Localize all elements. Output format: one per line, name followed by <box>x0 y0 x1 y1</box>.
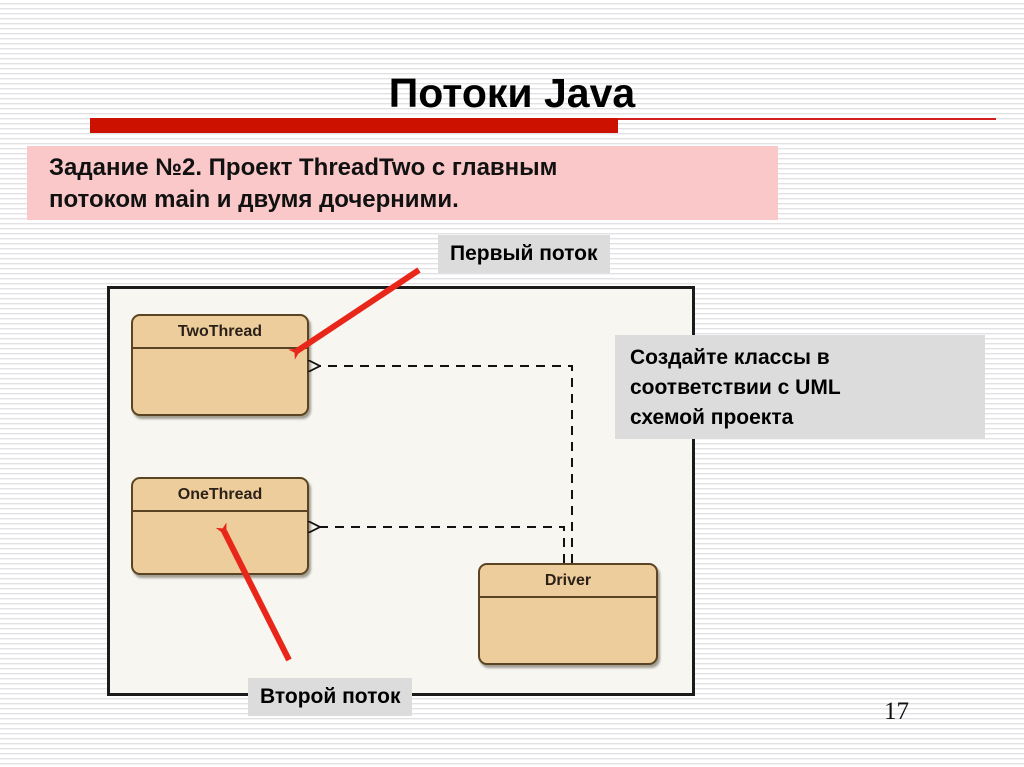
instruction-line-3: схемой проекта <box>630 406 794 429</box>
uml-class-twothread-body <box>133 349 307 414</box>
callout-second-thread: Второй поток <box>248 678 413 716</box>
uml-class-twothread: TwoThread <box>131 314 309 416</box>
uml-class-onethread: OneThread <box>131 477 309 575</box>
uml-class-driver-title: Driver <box>480 565 656 598</box>
task-statement-box: Задание №2. Проект ThreadTwo с главным п… <box>27 146 778 220</box>
uml-class-driver: Driver <box>478 563 658 665</box>
page-number: 17 <box>884 698 909 725</box>
uml-class-onethread-title: OneThread <box>133 479 307 512</box>
task-line-1: Задание №2. Проект ThreadTwo с главным <box>49 154 558 181</box>
instruction-box: Создайте классы в соответствии с UML схе… <box>615 335 985 439</box>
page-title: Потоки Java <box>388 70 636 117</box>
uml-class-twothread-title: TwoThread <box>133 316 307 349</box>
instruction-line-1: Создайте классы в <box>630 346 830 369</box>
uml-class-onethread-body <box>133 512 307 573</box>
instruction-line-2: соответствии с UML <box>630 376 841 399</box>
callout-first-thread: Первый поток <box>438 235 610 273</box>
title-divider-accent-bar <box>90 118 618 133</box>
task-line-2: потоком main и двумя дочерними. <box>49 186 459 213</box>
uml-class-driver-body <box>480 598 656 663</box>
